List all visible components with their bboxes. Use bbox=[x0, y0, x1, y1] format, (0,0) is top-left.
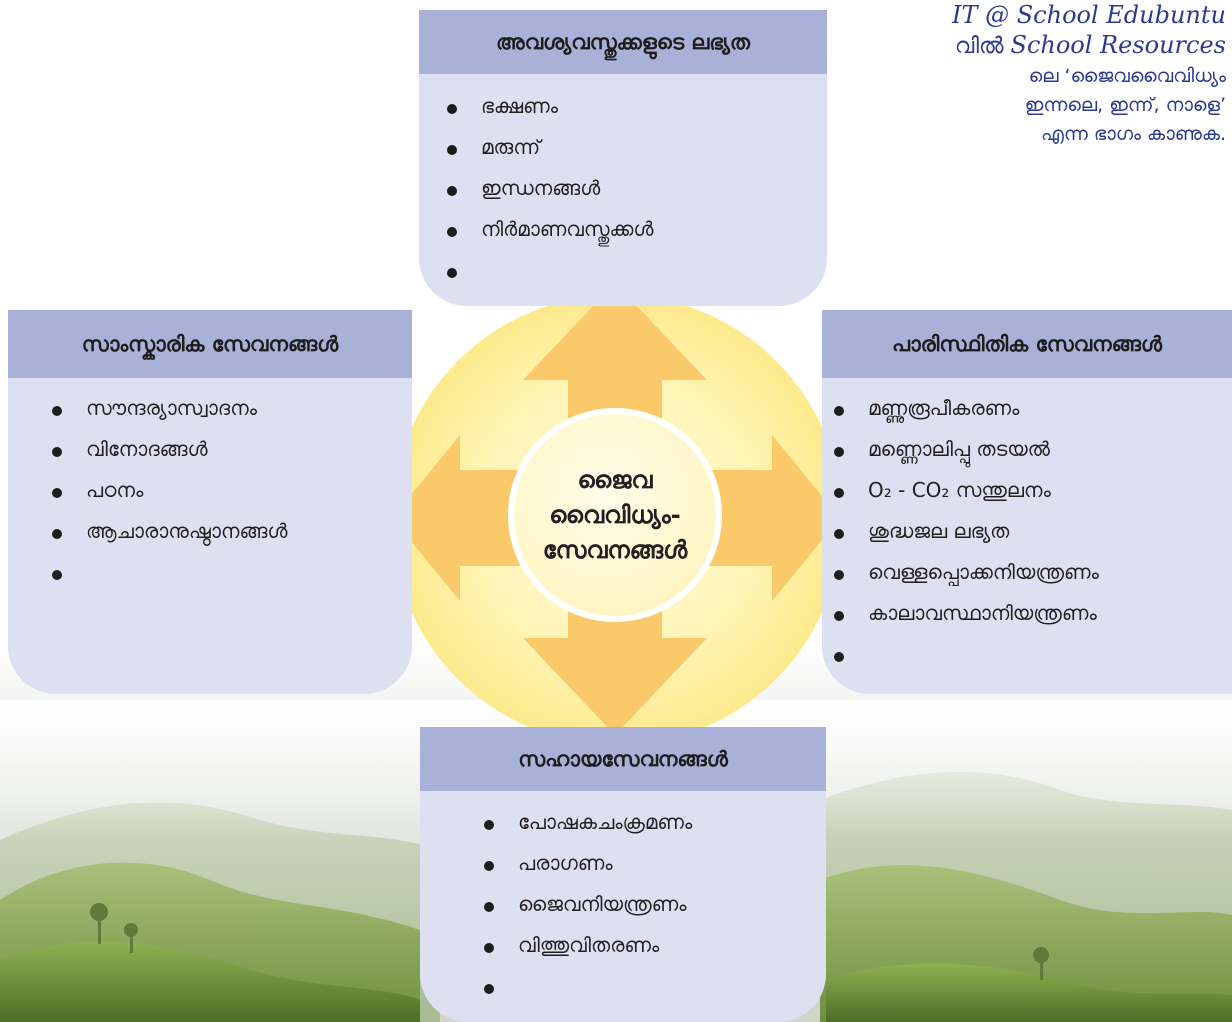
panel-title: അവശ്യവസ്തുക്കളുടെ ലഭ്യത bbox=[419, 10, 827, 74]
list-item: കാലാവസ്ഥാനിയന്ത്രണം bbox=[834, 593, 1232, 634]
center-circle: ജൈവ വൈവിധ്യം- സേവനങ്ങൾ bbox=[508, 408, 722, 622]
note-line-3: ലെ ‘ജൈവവൈവിധ്യം bbox=[1028, 65, 1226, 87]
note-line-2: വിൽ School Resources bbox=[896, 30, 1226, 62]
list-item: മരുന്ന് bbox=[447, 127, 827, 168]
list-item: വെള്ളപ്പൊക്കനിയന്ത്രണം bbox=[834, 552, 1232, 593]
note-line-2-italic: School Resources bbox=[1010, 31, 1226, 59]
center-title-line-1: ജൈവ bbox=[577, 465, 653, 494]
list-item-empty bbox=[447, 250, 827, 291]
list-item: സൗന്ദര്യാസ്വാദനം bbox=[52, 388, 412, 429]
arrow-left bbox=[392, 435, 540, 601]
panel-list: മണ്ണുരൂപീകരണം മണ്ണൊലിപ്പു തടയൽ O₂ - CO₂ … bbox=[822, 378, 1232, 675]
list-item: ജൈവനിയന്ത്രണം bbox=[484, 884, 826, 925]
note-line-1: IT @ School Edubuntu bbox=[951, 1, 1226, 29]
panel-title: സഹായസേവനങ്ങൾ bbox=[420, 727, 826, 791]
panel-title: സാംസ്കാരിക സേവനങ്ങൾ bbox=[8, 310, 412, 378]
it-school-note: IT @ School Edubuntu വിൽ School Resource… bbox=[896, 0, 1226, 149]
center-title-line-2: വൈവിധ്യം- bbox=[549, 500, 681, 529]
list-item: മണ്ണുരൂപീകരണം bbox=[834, 388, 1232, 429]
list-item: പഠനം bbox=[52, 470, 412, 511]
center-title-line-3: സേവനങ്ങൾ bbox=[542, 535, 688, 564]
arrow-down bbox=[523, 600, 707, 735]
panel-list: സൗന്ദര്യാസ്വാദനം വിനോദങ്ങൾ പഠനം ആചാരാനുഷ… bbox=[8, 378, 412, 593]
panel-provisioning-services: അവശ്യവസ്തുക്കളുടെ ലഭ്യത ഭക്ഷണം മരുന്ന് ഇ… bbox=[419, 10, 827, 306]
list-item-empty bbox=[484, 966, 826, 1007]
list-item-empty bbox=[52, 552, 412, 593]
center-title: ജൈവ വൈവിധ്യം- സേവനങ്ങൾ bbox=[530, 463, 700, 568]
list-item: ഇന്ധനങ്ങൾ bbox=[447, 168, 827, 209]
note-line-2-prefix: വിൽ bbox=[954, 34, 1011, 59]
note-line-4: ഇന്നലെ, ഇന്ന്, നാളെ’ bbox=[1024, 94, 1226, 116]
panel-list: ഭക്ഷണം മരുന്ന് ഇന്ധനങ്ങൾ നിർമാണവസ്തുക്കൾ bbox=[419, 74, 827, 291]
list-item: വിനോദങ്ങൾ bbox=[52, 429, 412, 470]
list-item: ഭക്ഷണം bbox=[447, 86, 827, 127]
list-item: പോഷകചംക്രമണം bbox=[484, 802, 826, 843]
list-item: ആചാരാനുഷ്ഠാനങ്ങൾ bbox=[52, 511, 412, 552]
list-item-empty bbox=[834, 634, 1232, 675]
arrow-right bbox=[690, 435, 840, 601]
panel-list: പോഷകചംക്രമണം പരാഗണം ജൈവനിയന്ത്രണം വിത്തു… bbox=[420, 791, 826, 1007]
panel-ecological-services: പാരിസ്ഥിതിക സേവനങ്ങൾ മണ്ണുരൂപീകരണം മണ്ണൊ… bbox=[822, 310, 1232, 694]
list-item: പരാഗണം bbox=[484, 843, 826, 884]
arrow-up bbox=[523, 283, 707, 430]
note-line-5: എന്ന ഭാഗം കാണുക. bbox=[1041, 123, 1226, 145]
list-item: മണ്ണൊലിപ്പു തടയൽ bbox=[834, 429, 1232, 470]
panel-cultural-services: സാംസ്കാരിക സേവനങ്ങൾ സൗന്ദര്യാസ്വാദനം വിന… bbox=[8, 310, 412, 694]
panel-supporting-services: സഹായസേവനങ്ങൾ പോഷകചംക്രമണം പരാഗണം ജൈവനിയന… bbox=[420, 727, 826, 1022]
list-item: വിത്തുവിതരണം bbox=[484, 925, 826, 966]
list-item: ശുദ്ധജല ലഭ്യത bbox=[834, 511, 1232, 552]
list-item: O₂ - CO₂ സന്തുലനം bbox=[834, 470, 1232, 511]
panel-title: പാരിസ്ഥിതിക സേവനങ്ങൾ bbox=[822, 310, 1232, 378]
list-item: നിർമാണവസ്തുക്കൾ bbox=[447, 209, 827, 250]
